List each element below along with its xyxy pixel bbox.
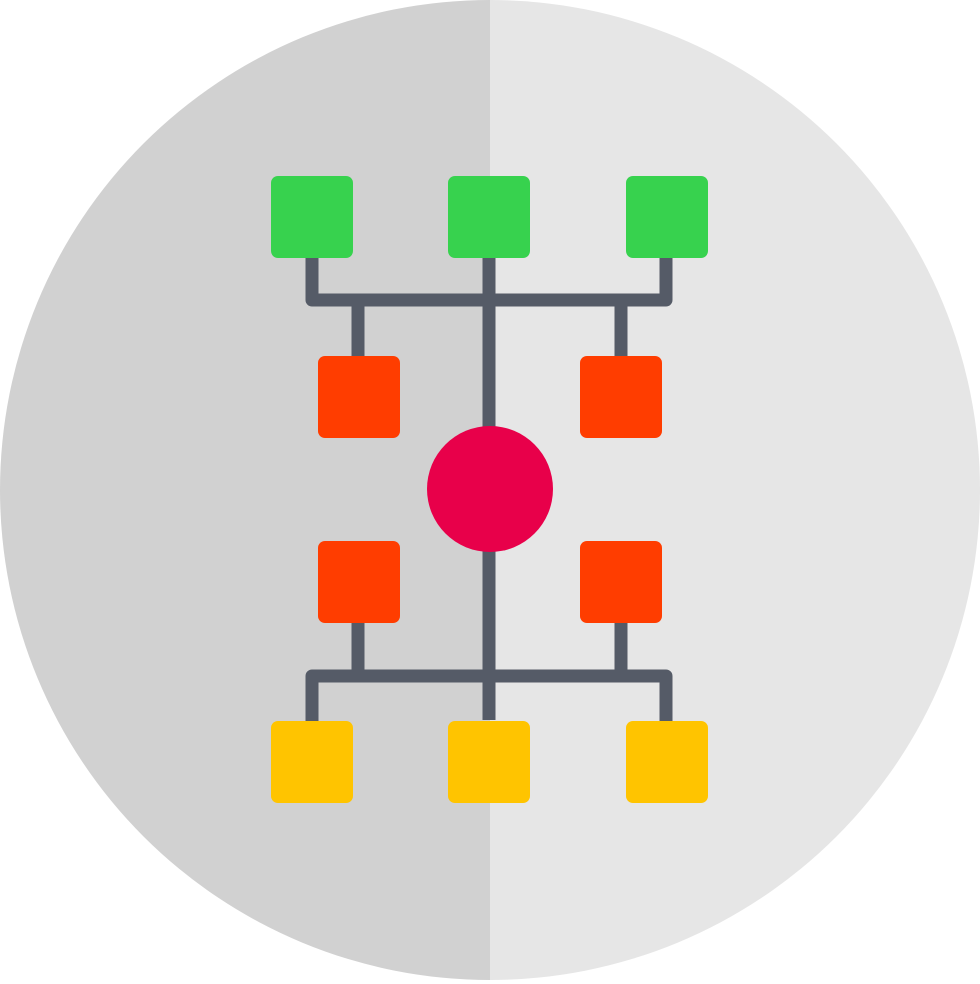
- middle-node-lower-right: [580, 541, 662, 623]
- lower-branch-line: [305, 669, 673, 722]
- top-node-right: [626, 176, 708, 258]
- bottom-node-center: [448, 721, 530, 803]
- connector-lines: [305, 255, 673, 722]
- top-node-row: [271, 176, 708, 258]
- middle-node-lower-left: [318, 541, 400, 623]
- bottom-node-right: [626, 721, 708, 803]
- middle-node-upper-left: [318, 356, 400, 438]
- background-left-half: [0, 0, 490, 980]
- bottom-node-left: [271, 721, 353, 803]
- top-node-center: [448, 176, 530, 258]
- background-right-half: [490, 0, 980, 980]
- bottom-node-row: [271, 721, 708, 803]
- middle-node-group: [318, 356, 662, 623]
- center-node: [427, 426, 553, 552]
- middle-node-upper-right: [580, 356, 662, 438]
- top-node-left: [271, 176, 353, 258]
